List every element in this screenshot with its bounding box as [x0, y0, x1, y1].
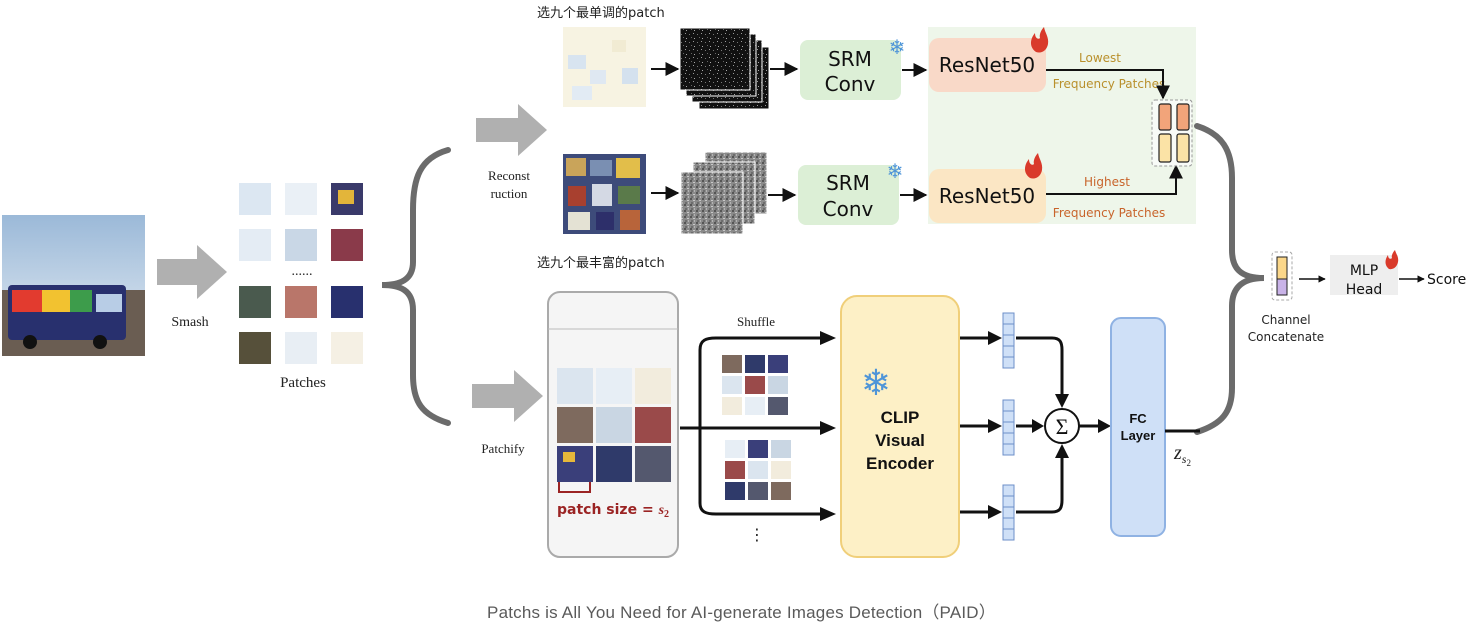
- snowflake-icon: ❄: [889, 35, 906, 59]
- srm-bottom-line1: SRM: [826, 171, 870, 195]
- monotone-patches-image: [563, 27, 646, 107]
- z-symbol: z: [1173, 442, 1182, 464]
- flame-icon: [1031, 27, 1049, 53]
- input-image: [2, 215, 145, 356]
- channel-concat-label-1: Channel: [1261, 313, 1310, 327]
- lowest-label-2: Frequency Patches: [1053, 77, 1165, 91]
- clip-line2: Visual: [875, 431, 925, 450]
- shuffled-grid-1: [722, 355, 788, 415]
- reconstruction-arrow: [476, 104, 547, 156]
- patch-size-symbol: s: [658, 503, 665, 518]
- rich-patches-image: [563, 154, 646, 234]
- sigma-symbol: Σ: [1056, 414, 1069, 439]
- flame-icon: [1385, 250, 1399, 270]
- arrow-highest-to-concat: [1046, 164, 1183, 195]
- merge-brace: [1194, 123, 1265, 435]
- select-rich-label: 选九个最丰富的patch: [537, 255, 665, 271]
- clip-output-paths: [960, 331, 1002, 519]
- patchify-grid: [557, 368, 671, 482]
- resnet-top-label: ResNet50: [939, 53, 1035, 77]
- monotone-srm-stack: [679, 27, 770, 110]
- patches-dots: ......: [292, 264, 313, 279]
- z-sub: s: [1182, 452, 1187, 466]
- patch-size-bracket: [558, 482, 591, 493]
- srm-conv-bottom: SRM Conv: [798, 165, 899, 225]
- resnet50-top: ResNet50: [929, 38, 1046, 92]
- shuffle-paths: [680, 336, 830, 516]
- resnet-bottom-label: ResNet50: [939, 184, 1035, 208]
- clip-line1: CLIP: [881, 408, 920, 427]
- vertical-ellipsis: ⋮: [749, 525, 765, 544]
- patches-grid: [239, 183, 363, 364]
- lowest-label: Lowest: [1079, 51, 1121, 65]
- mlp-line2: Head: [1346, 282, 1383, 298]
- shuffled-grid-2: [725, 440, 791, 500]
- rich-srm-stack: [680, 151, 768, 235]
- clip-line3: Encoder: [866, 454, 934, 473]
- arrowhead-shuffle-bot: [820, 507, 836, 521]
- patchify-label: Patchify: [481, 441, 525, 456]
- arrowhead-shuffle-mid: [820, 421, 836, 435]
- caption-text: Patchs is All You Need for AI-generate I…: [487, 603, 996, 622]
- highest-label: Highest: [1084, 175, 1130, 189]
- select-monotone-label: 选九个最单调的patch: [537, 5, 665, 21]
- smash-arrow: [157, 245, 227, 299]
- score-label: Score: [1427, 272, 1466, 288]
- flame-icon: [1025, 153, 1043, 179]
- patch-size-sub: 2: [664, 509, 669, 520]
- figure-caption: Patchs is All You Need for AI-generate I…: [0, 598, 1483, 623]
- z-s2-label: zs2: [1173, 442, 1191, 468]
- fc-layer: FC Layer: [1110, 317, 1166, 537]
- reconstruction-label-1: Reconst: [488, 168, 530, 183]
- split-brace: [381, 147, 451, 426]
- channel-concat-label-2: Concatenate: [1248, 330, 1324, 344]
- mlp-line1: MLP: [1350, 263, 1378, 279]
- shuffle-label: Shuffle: [737, 314, 775, 329]
- snowflake-icon: ❄: [861, 363, 891, 404]
- srm-top-line1: SRM: [828, 47, 872, 71]
- patch-size-prefix: patch size =: [557, 502, 659, 518]
- z-subsub: 2: [1186, 458, 1191, 468]
- patch-size-label: patch size = s2: [557, 502, 669, 520]
- arrow-lowest-to-concat: [1046, 69, 1170, 100]
- reconstruction-label-2: ruction: [491, 186, 528, 201]
- clip-feature-vectors: [1002, 312, 1015, 541]
- fc-line1: FC: [1129, 411, 1147, 426]
- arrowhead-sum-to-fc: [1098, 419, 1111, 433]
- freq-feature-concat: [1151, 99, 1193, 167]
- srm-bottom-line2: Conv: [823, 197, 874, 221]
- patches-label: Patches: [280, 375, 326, 391]
- srm-top-line2: Conv: [825, 72, 876, 96]
- highest-label-2: Frequency Patches: [1053, 206, 1165, 220]
- resnet50-bottom: ResNet50: [929, 169, 1046, 223]
- smash-label: Smash: [171, 315, 208, 330]
- fc-line2: Layer: [1121, 428, 1156, 443]
- clip-visual-encoder: ❄ CLIP Visual Encoder: [840, 295, 960, 558]
- arrowhead-shuffle-top: [820, 331, 836, 345]
- sum-node: Σ: [1044, 408, 1080, 444]
- snowflake-icon: ❄: [887, 159, 904, 183]
- channel-concat-vector: [1271, 251, 1293, 301]
- sum-paths: [1016, 336, 1069, 514]
- srm-conv-top: SRM Conv: [800, 40, 901, 100]
- patchify-arrow: [472, 370, 543, 422]
